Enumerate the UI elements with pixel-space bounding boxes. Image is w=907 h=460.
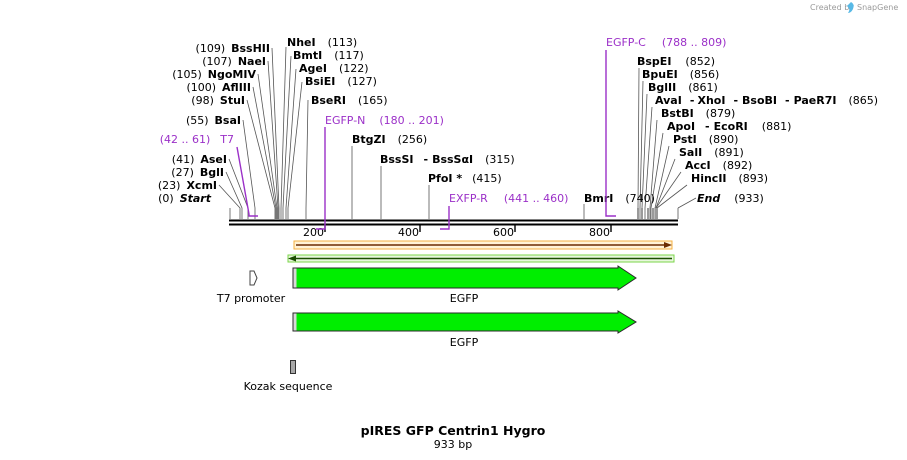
svg-text:BglII(861): BglII(861) [648,81,718,94]
svg-text:(42 .. 61)T7: (42 .. 61)T7 [160,133,234,146]
svg-text:(109)BssHII: (109)BssHII [196,42,270,55]
site-btgzi[interactable]: BtgZI(256) [352,133,427,146]
primer-egfp-n[interactable]: EGFP-N(180 .. 201) [316,114,444,230]
site-hincii[interactable]: HincII(893) [691,172,768,185]
primer-t7[interactable]: (42 .. 61)T7 [160,133,258,217]
map-length: 933 bp [434,438,472,451]
site-agei[interactable]: AgeI(122) [299,62,369,75]
site-avai[interactable]: AvaI-XhoI-BsoBI-PaeR7I(865) [655,94,878,107]
orf-reverse[interactable] [287,254,675,263]
site-bstbi[interactable]: BstBI(879) [661,107,735,120]
feature-label: EGFP [450,336,479,349]
svg-text:EGFP-C(788 .. 809): EGFP-C(788 .. 809) [606,36,726,49]
svg-text:BmrI(740): BmrI(740) [584,192,655,205]
site-start[interactable]: (0)Start [158,192,212,205]
feature-egfp-1[interactable]: EGFP [292,265,637,305]
site-end[interactable]: End(933) [697,192,764,205]
site-naei[interactable]: (107)NaeI [202,55,266,68]
svg-text:PstI(890): PstI(890) [673,133,738,146]
svg-text:SalI(891): SalI(891) [679,146,744,159]
hatch-marker [293,313,297,331]
svg-text:End(933): End(933) [697,192,764,205]
site-bmri[interactable]: BmrI(740) [584,192,655,205]
site-bmti[interactable]: BmtI(117) [293,49,364,62]
svg-text:(41)AseI: (41)AseI [172,153,227,166]
feature-kozak-sequence[interactable]: Kozak sequence [244,360,333,394]
site-pfoi[interactable]: PfoI *(415) [428,172,502,185]
site-psti[interactable]: PstI(890) [673,133,738,146]
site-bpuei[interactable]: BpuEI(856) [642,68,719,81]
site-acci[interactable]: AccI(892) [685,159,752,172]
site-bglii[interactable]: BglII(861) [648,81,718,94]
primer-exfp-r[interactable]: EXFP-R(441 .. 460) [440,192,568,230]
svg-text:BssSI-BssSαI(315): BssSI-BssSαI(315) [380,153,515,166]
site-nhei[interactable]: NheI(113) [287,36,357,49]
hatch-marker [293,268,297,288]
svg-text:AvaI-XhoI-BsoBI-PaeR7I(865): AvaI-XhoI-BsoBI-PaeR7I(865) [655,94,878,107]
site-xcmi[interactable]: (23)XcmI [158,179,217,192]
backbone [229,219,678,226]
ruler-label: 200 [303,226,324,239]
credit-prefix: Created by [810,3,854,12]
feature-label: EGFP [450,292,479,305]
site-afliii[interactable]: (100)AflIII [186,81,251,94]
svg-text:EGFP-N(180 .. 201): EGFP-N(180 .. 201) [325,114,444,127]
site-sali[interactable]: SalI(891) [679,146,744,159]
svg-text:(23)XcmI: (23)XcmI [158,179,217,192]
site-ngomiv[interactable]: (105)NgoMIV [172,68,256,81]
svg-text:BtgZI(256): BtgZI(256) [352,133,427,146]
svg-text:BseRI(165): BseRI(165) [311,94,388,107]
svg-text:BpuEI(856): BpuEI(856) [642,68,719,81]
snapgene-logo-icon [847,2,854,13]
svg-text:(105)NgoMIV: (105)NgoMIV [172,68,256,81]
site-asei[interactable]: (41)AseI [172,153,227,166]
primer-egfp-c[interactable]: EGFP-C(788 .. 809) [605,36,726,217]
svg-text:AccI(892): AccI(892) [685,159,752,172]
site-bsssi[interactable]: BssSI-BssSαI(315) [380,153,515,166]
feature-egfp-2[interactable]: EGFP [292,310,637,349]
svg-text:(100)AflIII: (100)AflIII [186,81,251,94]
svg-text:ApoI-EcoRI(881): ApoI-EcoRI(881) [667,120,791,133]
svg-text:(27)BglI: (27)BglI [171,166,224,179]
ruler: 200 400 600 800 [303,225,612,239]
svg-text:(0)Start: (0)Start [158,192,212,205]
ruler-label: 600 [493,226,514,239]
svg-text:HincII(893): HincII(893) [691,172,768,185]
site-stui[interactable]: (98)StuI [191,94,245,107]
svg-text:(98)StuI: (98)StuI [191,94,245,107]
svg-text:NheI(113): NheI(113) [287,36,357,49]
svg-text:BsiEI(127): BsiEI(127) [305,75,377,88]
ruler-label: 400 [398,226,419,239]
svg-text:AgeI(122): AgeI(122) [299,62,369,75]
feature-label: T7 promoter [216,292,286,305]
svg-text:(55)BsaI: (55)BsaI [186,114,241,127]
feature-t7-promoter[interactable]: T7 promoter [216,270,286,305]
feature-label: Kozak sequence [244,380,333,393]
credit-brand: SnapGene [857,3,898,12]
svg-text:PfoI *(415): PfoI *(415) [428,172,502,185]
svg-text:EXFP-R(441 .. 460): EXFP-R(441 .. 460) [449,192,568,205]
ruler-label: 800 [589,226,610,239]
site-bsshii[interactable]: (109)BssHII [196,42,270,55]
site-bsiei[interactable]: BsiEI(127) [305,75,377,88]
svg-text:BmtI(117): BmtI(117) [293,49,364,62]
orf-forward[interactable] [293,240,673,250]
site-bspei[interactable]: BspEI(852) [637,55,715,68]
site-bgli[interactable]: (27)BglI [171,166,224,179]
svg-text:BspEI(852): BspEI(852) [637,55,715,68]
map-title: pIRES GFP Centrin1 Hygro [361,423,546,438]
svg-text:(107)NaeI: (107)NaeI [202,55,266,68]
site-bseri[interactable]: BseRI(165) [311,94,388,107]
cut-marks [637,208,658,219]
svg-text:BstBI(879): BstBI(879) [661,107,735,120]
site-bsai[interactable]: (55)BsaI [186,114,241,127]
site-apoi[interactable]: ApoI-EcoRI(881) [667,120,791,133]
